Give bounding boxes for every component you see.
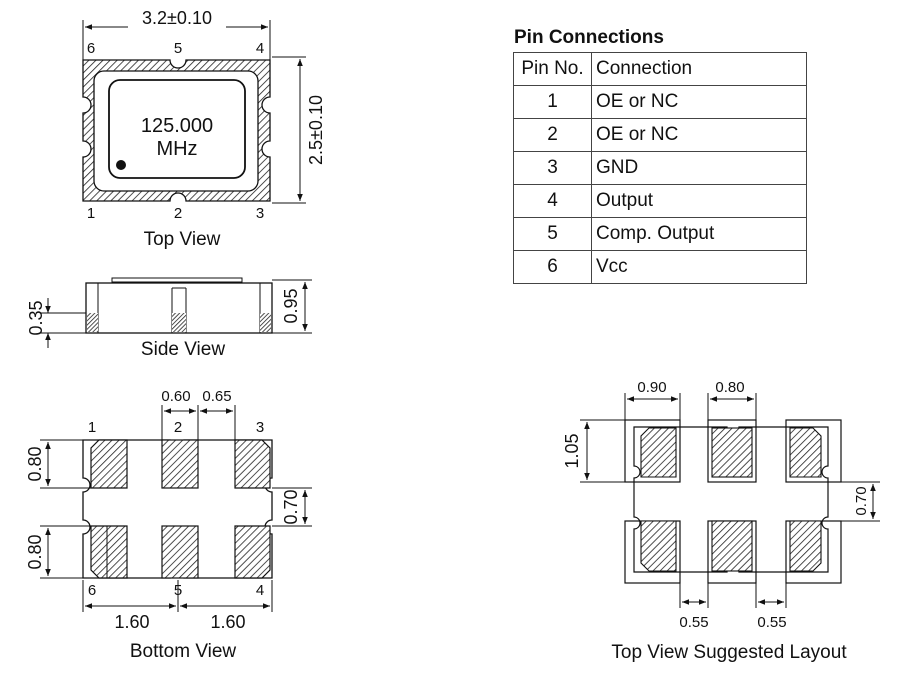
- pin-no-cell: 1: [513, 85, 592, 119]
- pin-no-cell: 6: [513, 250, 592, 284]
- pin-no-cell: 5: [513, 217, 592, 251]
- connection-cell: OE or NC: [591, 118, 807, 152]
- bottom-view-pad-3: [234, 439, 271, 489]
- frequency-unit: MHz: [156, 138, 197, 160]
- side-view: 0.35 0.95 Side View: [26, 277, 312, 360]
- bottom-view-pin-6: 6: [88, 582, 96, 599]
- top-view-pin-5: 5: [174, 40, 182, 57]
- connection-cell: GND: [591, 151, 807, 185]
- side-view-terminal-mid: [172, 313, 186, 332]
- connection-cell: Comp. Output: [591, 217, 807, 251]
- top-view-pin-6: 6: [87, 40, 95, 57]
- layout-pad-width-2-dim: 0.80: [715, 379, 744, 396]
- layout-pad-6: [640, 520, 677, 572]
- pin1-marker-dot: [116, 160, 126, 170]
- connection-header: Connection: [591, 52, 807, 86]
- bottom-view-pad-5: [161, 525, 199, 579]
- table-row: 5 Comp. Output: [513, 217, 807, 251]
- bottom-view-pad-1: [90, 439, 128, 489]
- table-row: 3 GND: [513, 151, 807, 185]
- side-view-lid: [111, 277, 243, 283]
- side-view-terminal-left: [87, 313, 98, 332]
- frequency-value: 125.000: [141, 115, 213, 137]
- pin-no-header: Pin No.: [513, 52, 592, 86]
- layout-pad-5: [711, 520, 753, 572]
- bottom-view-pin-4: 4: [256, 582, 264, 599]
- layout-pad-height-dim: 1.05: [562, 433, 582, 468]
- side-view-body: [85, 282, 273, 334]
- side-view-left-dim: 0.35: [26, 300, 46, 335]
- table-row: 2 OE or NC: [513, 118, 807, 152]
- bottom-view-pitch-right-dim: 1.60: [210, 612, 245, 632]
- layout-package-outline: [633, 426, 829, 573]
- top-view-pin-3: 3: [256, 205, 264, 222]
- pin-table: Pin No. Connection 1 OE or NC 2 OE or NC…: [513, 52, 807, 284]
- layout-pad-width-1-dim: 0.90: [637, 379, 666, 396]
- table-row: 1 OE or NC: [513, 85, 807, 119]
- connection-cell: Vcc: [591, 250, 807, 284]
- connection-cell: OE or NC: [591, 85, 807, 119]
- bottom-view-pad-6: [90, 525, 128, 579]
- pin-no-cell: 4: [513, 184, 592, 218]
- pin-connections: Pin Connections Pin No. Connection 1 OE …: [513, 27, 807, 284]
- bottom-view-gap-v-dim: 0.70: [281, 489, 301, 524]
- layout-gap-v-dim: 0.70: [853, 486, 870, 515]
- layout-gap-left-dim: 0.55: [679, 614, 708, 631]
- pin-no-cell: 2: [513, 118, 592, 152]
- bottom-view-pad-height-bottom-dim: 0.80: [25, 534, 45, 569]
- top-view-height-dim: 2.5±0.10: [306, 95, 326, 165]
- side-view-right-dim: 0.95: [281, 288, 301, 323]
- top-view: 3.2±0.10 2.5±0.10 125.000 MHz 6 5 4 1 2 …: [82, 8, 326, 250]
- table-row: 4 Output: [513, 184, 807, 218]
- side-view-caption: Side View: [141, 339, 225, 360]
- layout-pad-2: [711, 427, 753, 478]
- layout-pad-4: [789, 520, 822, 572]
- bottom-view-pin-1: 1: [88, 419, 96, 436]
- layout-caption: Top View Suggested Layout: [611, 642, 847, 663]
- layout-gap-right-dim: 0.55: [757, 614, 786, 631]
- side-view-terminal-right: [260, 313, 271, 332]
- bottom-view: 0.60 0.65 0.80 0.80 0.70 1.60 1.60: [25, 388, 312, 662]
- top-view-width-dim: 3.2±0.10: [142, 8, 212, 28]
- layout-pad-1: [640, 427, 677, 478]
- pin-table-title: Pin Connections: [514, 27, 664, 48]
- bottom-view-pin-3: 3: [256, 419, 264, 436]
- top-view-pin-1: 1: [87, 205, 95, 222]
- pin-no-cell: 3: [513, 151, 592, 185]
- bottom-view-pad-dim: 0.65: [202, 388, 231, 405]
- bottom-view-gap-dim: 0.60: [161, 388, 190, 405]
- bottom-view-pad-4: [234, 525, 271, 579]
- bottom-view-pad-height-top-dim: 0.80: [25, 446, 45, 481]
- top-view-pin-2: 2: [174, 205, 182, 222]
- table-row: 6 Vcc: [513, 250, 807, 284]
- suggested-layout-view: 0.90 0.80 1.05 0.70 0.5: [562, 379, 880, 663]
- bottom-view-caption: Bottom View: [130, 641, 237, 662]
- bottom-view-pitch-left-dim: 1.60: [114, 612, 149, 632]
- top-view-caption: Top View: [144, 229, 221, 250]
- bottom-view-pin-2: 2: [174, 419, 182, 436]
- pin-table-header-row: Pin No. Connection: [513, 52, 807, 86]
- top-view-lid: [108, 79, 246, 179]
- top-view-pin-4: 4: [256, 40, 264, 57]
- bottom-view-pad-2: [161, 439, 199, 489]
- bottom-view-pin-5: 5: [174, 582, 182, 599]
- connection-cell: Output: [591, 184, 807, 218]
- layout-pad-3: [789, 427, 822, 478]
